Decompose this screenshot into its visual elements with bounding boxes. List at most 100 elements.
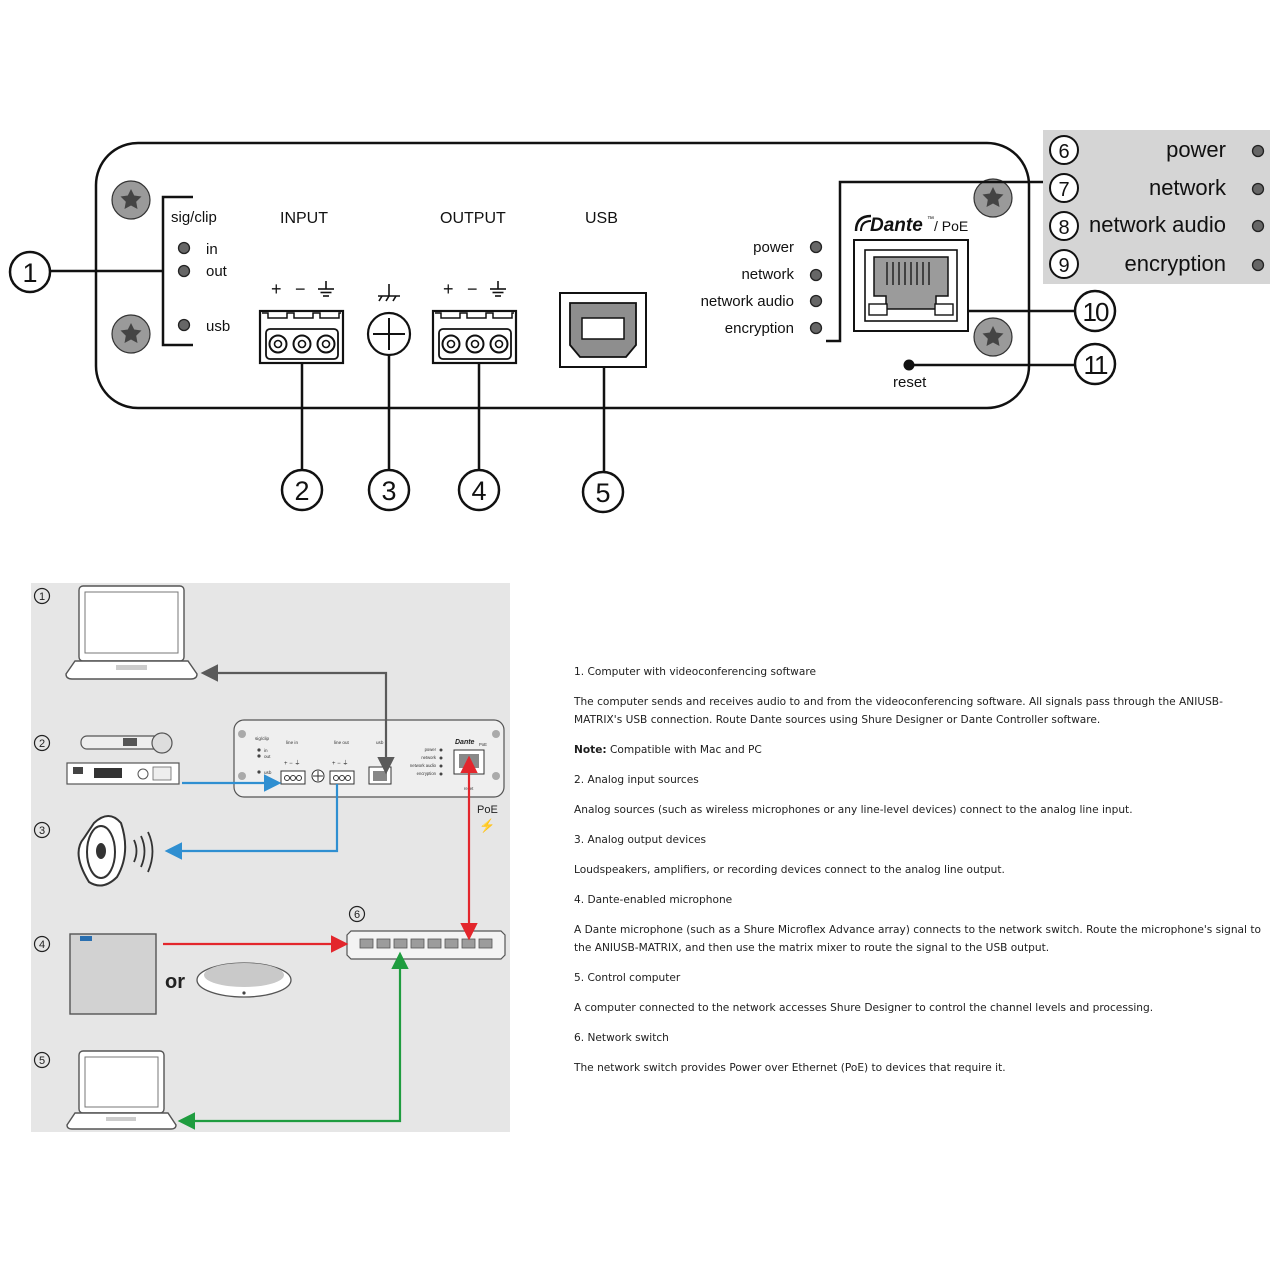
diagram-number-4: 4	[33, 935, 51, 953]
description-text: 6. Network switch	[574, 1032, 669, 1045]
description-paragraph: A computer connected to the network acce…	[574, 1000, 1264, 1018]
description-text: 3. Analog output devices	[574, 833, 707, 846]
svg-text:+ − ⏚: + − ⏚	[332, 760, 348, 767]
ceiling-array-microphone-icon	[69, 933, 157, 1015]
svg-text:usb: usb	[376, 740, 384, 745]
wireless-receiver-icon	[66, 762, 180, 785]
svg-text:2: 2	[294, 476, 309, 506]
led-in-icon	[177, 241, 191, 255]
svg-text:PoE: PoE	[479, 742, 487, 747]
usb-label: USB	[585, 210, 618, 227]
legend-label: encryption	[1124, 251, 1226, 276]
description-paragraph: 6. Network switch	[574, 1030, 1264, 1048]
dante-text: Dante	[870, 215, 923, 236]
svg-text:in: in	[264, 748, 268, 753]
svg-text:+ − ⏚: + − ⏚	[284, 760, 300, 767]
legend-number: 7	[1058, 179, 1069, 201]
dante-logo: Dante ™ / PoE	[854, 214, 968, 236]
svg-text:4: 4	[471, 476, 486, 506]
description-text: The network switch provides Power over E…	[574, 1062, 1006, 1075]
ground-screw[interactable]	[366, 311, 412, 357]
legend-number: 8	[1058, 217, 1069, 239]
screw-icon	[973, 178, 1013, 218]
svg-text:line in: line in	[286, 740, 298, 745]
ground-icon	[318, 281, 334, 297]
led-in-label: in	[206, 241, 218, 258]
description-paragraph: The computer sends and receives audio to…	[574, 694, 1264, 729]
reset-button[interactable]	[903, 359, 915, 371]
svg-text:1: 1	[39, 591, 45, 603]
led-network-icon	[809, 268, 823, 282]
connection-diagram: 1 2 3 4 5 6 or	[31, 583, 510, 1132]
legend-led-icon	[1251, 144, 1265, 158]
description-text: A computer connected to the network acce…	[574, 1001, 1154, 1014]
front-panel-diagram: sig/clip in out usb INPUT + − OUTPUT + −	[8, 130, 1270, 514]
legend-number: 6	[1058, 141, 1069, 163]
svg-text:network audio: network audio	[410, 763, 437, 768]
description-paragraph: 1. Computer with videoconferencing softw…	[574, 664, 1264, 682]
wireless-microphone-icon	[80, 732, 173, 754]
callout-11: 11	[1073, 342, 1117, 386]
description-text: A Dante microphone (such as a Shure Micr…	[574, 924, 1261, 954]
legend-item: 8 network audio	[1049, 211, 1265, 241]
description-text: The computer sends and receives audio to…	[574, 696, 1223, 726]
svg-text:3: 3	[39, 825, 45, 837]
output-connector[interactable]	[431, 309, 518, 365]
svg-text:power: power	[425, 747, 437, 752]
legend-led-icon	[1251, 219, 1265, 233]
legend-box	[1043, 130, 1270, 284]
description-bold: Note:	[574, 743, 607, 756]
svg-text:usb: usb	[264, 770, 272, 775]
description-paragraph: Analog sources (such as wireless microph…	[574, 802, 1264, 820]
description-paragraph: 3. Analog output devices	[574, 832, 1264, 850]
network-switch-icon	[346, 930, 506, 960]
led-encryption-icon	[809, 321, 823, 335]
poe-text: / PoE	[934, 218, 968, 234]
callout-3: 3	[367, 468, 411, 512]
legend-label: network	[1149, 175, 1227, 200]
legend-item: 6 power	[1049, 135, 1265, 165]
or-label: or	[165, 971, 185, 993]
usb-cable	[200, 664, 395, 775]
status-network-label: network	[741, 266, 794, 283]
description-paragraph: 5. Control computer	[574, 970, 1264, 988]
callout-4: 4	[457, 468, 501, 512]
diagram-number-1: 1	[33, 587, 51, 605]
diagram-number-6: 6	[348, 905, 366, 923]
description-paragraph: The network switch provides Power over E…	[574, 1060, 1264, 1078]
legend-led-icon	[1251, 182, 1265, 196]
input-connector[interactable]	[258, 309, 345, 365]
control-computer-cable	[177, 951, 409, 1130]
callout-1: 1	[8, 250, 52, 294]
sigclip-label: sig/clip	[171, 209, 217, 226]
control-laptop-icon	[66, 1050, 177, 1130]
description-panel: 1. Computer with videoconferencing softw…	[574, 664, 1264, 1090]
rj45-port[interactable]	[853, 239, 969, 332]
pin-minus: −	[467, 279, 478, 299]
aniusb-matrix-mini-panel: sig/clip in out usb line in + − ⏚ line o…	[233, 719, 505, 798]
svg-text:line out: line out	[334, 740, 350, 745]
lightning-icon: ⚡	[479, 818, 495, 834]
callout-10: 10	[1073, 289, 1117, 333]
output-label: OUTPUT	[440, 210, 506, 227]
diagram-number-3: 3	[33, 821, 51, 839]
usb-b-port[interactable]	[559, 292, 647, 368]
svg-text:4: 4	[39, 939, 45, 951]
pin-plus: +	[443, 279, 454, 299]
svg-text:5: 5	[39, 1055, 45, 1067]
led-out-icon	[177, 264, 191, 278]
diagram-number-2: 2	[33, 734, 51, 752]
legend-label: network audio	[1089, 212, 1226, 237]
legend-led-icon	[1251, 258, 1265, 272]
svg-text:10: 10	[1083, 297, 1109, 327]
description-text: Analog sources (such as wireless microph…	[574, 803, 1133, 816]
legend-item: 7 network	[1049, 173, 1265, 203]
description-text: 1. Computer with videoconferencing softw…	[574, 666, 816, 678]
svg-text:11: 11	[1084, 350, 1109, 380]
svg-text:6: 6	[354, 909, 360, 921]
pin-minus: −	[295, 279, 306, 299]
svg-text:2: 2	[39, 738, 45, 750]
description-text: 4. Dante-enabled microphone	[574, 894, 733, 907]
callout-2: 2	[280, 468, 324, 512]
legend-number: 9	[1058, 255, 1069, 277]
